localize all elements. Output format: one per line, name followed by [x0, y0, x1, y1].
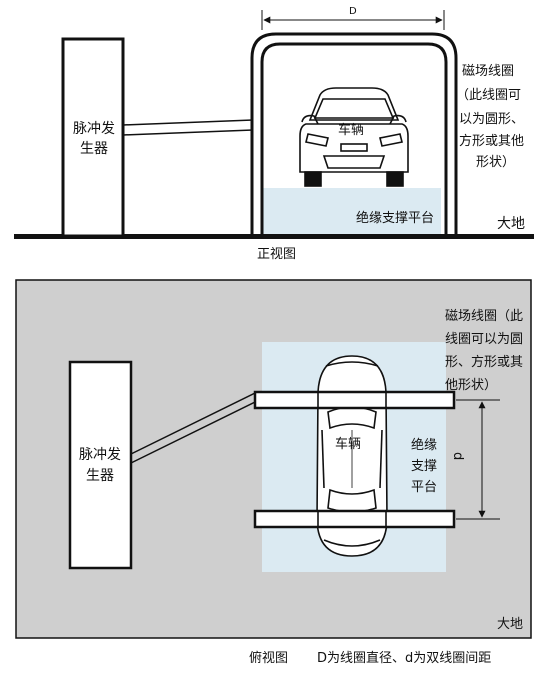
top-platform-label-1: 绝缘: [411, 437, 437, 453]
ground-label: 大地: [497, 216, 525, 232]
dimension-d-label: d: [450, 452, 465, 460]
magnetic-coil-inner: [260, 42, 448, 234]
top-vehicle-label: 车辆: [335, 436, 361, 452]
top-ground-label: 大地: [497, 617, 523, 632]
coil-bar-lower: [253, 509, 456, 529]
top-coil-note-line-1: 磁场线圈（此: [445, 309, 523, 324]
vehicle-over-coils: [317, 392, 387, 527]
pulse-generator-label-1: 脉冲发: [73, 121, 115, 137]
pulse-generator-label-2: 生器: [80, 141, 108, 157]
top-pulse-generator-box: [68, 360, 133, 570]
vehicle-front: [299, 87, 409, 187]
top-cable-upper: [130, 392, 256, 455]
platform-label: 绝缘支撑平台: [356, 210, 434, 226]
vehicle-label: 车辆: [338, 122, 364, 138]
top-pulse-generator-label-2: 生器: [86, 468, 114, 484]
coil-note-line-5: 形状）: [476, 155, 515, 170]
cable-upper: [122, 119, 254, 126]
top-coil-note-line-3: 形、方形或其: [445, 354, 523, 370]
coil-note-line-1: 磁场线圈: [462, 64, 514, 79]
top-view-caption: 俯视图: [249, 650, 288, 666]
insulating-platform: [263, 188, 441, 234]
top-platform-label-3: 平台: [411, 480, 437, 495]
top-view: 大地 脉冲发 生器 车辆: [15, 279, 532, 666]
top-platform-label-2: 支撑: [411, 459, 437, 474]
ground-line: [14, 234, 534, 239]
top-coil-note-line-2: 线圈可以为圆: [445, 332, 523, 347]
pulse-generator-box: [61, 37, 125, 238]
magnetic-coil-outer: [250, 32, 458, 234]
top-pulse-generator-label-1: 脉冲发: [79, 447, 121, 463]
coil-note-line-4: 方形或其他: [459, 133, 524, 149]
coil-note-line-3: 以为圆形、: [459, 112, 524, 127]
front-view-caption: 正视图: [257, 247, 296, 262]
top-cable-lower: [130, 401, 256, 464]
dimension-legend: D为线圈直径、d为双线圈间距: [317, 651, 491, 666]
dimension-D-label: D: [349, 6, 357, 17]
coil-bar-upper: [253, 390, 456, 410]
front-view: 大地 脉冲发 生器 D 绝缘支撑平台: [14, 6, 534, 262]
top-coil-note-line-4: 他形状）: [445, 378, 497, 393]
coil-note-line-2: （此线圈可: [456, 88, 521, 103]
cable-lower: [122, 129, 254, 136]
